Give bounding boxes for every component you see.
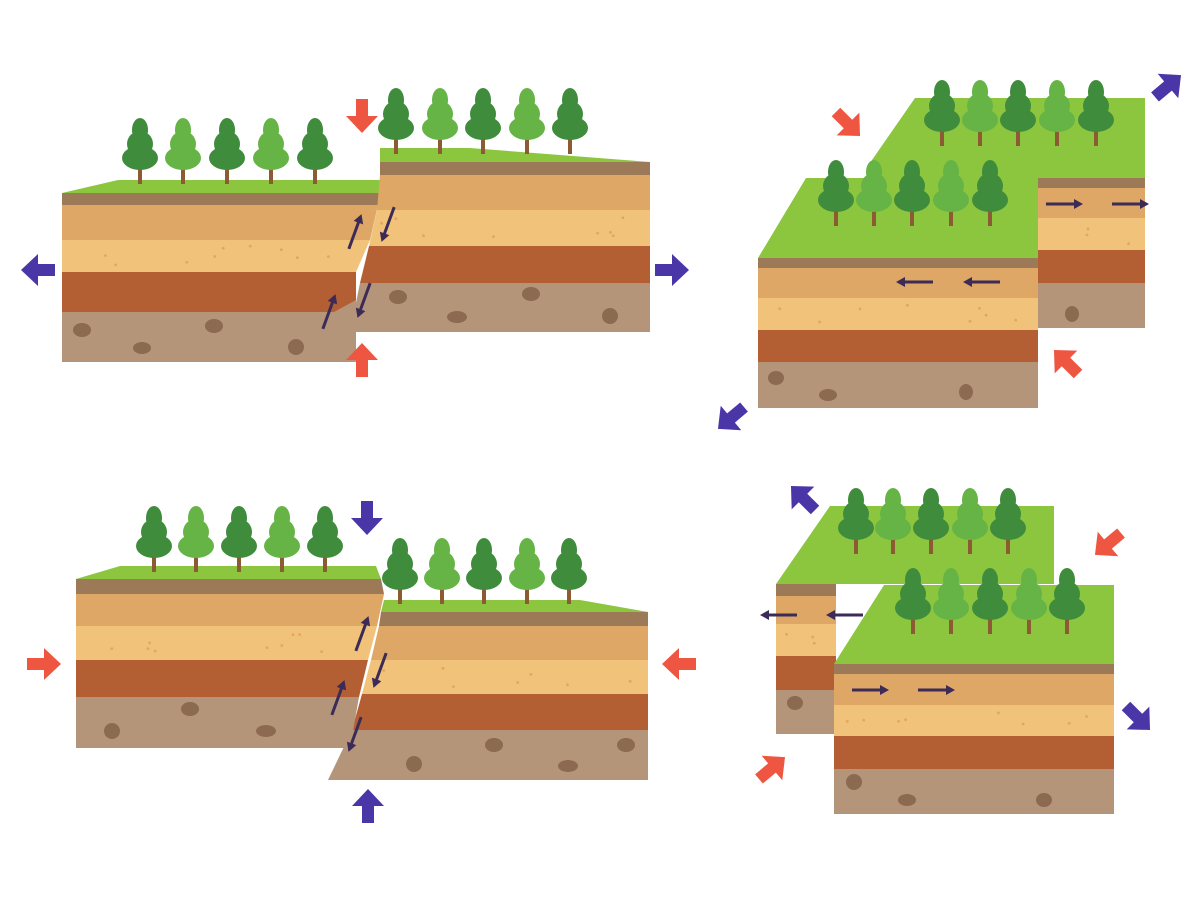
tree-icon xyxy=(178,506,214,572)
force-arrow-icon xyxy=(1114,694,1162,742)
tree-icon xyxy=(221,506,257,572)
strike-slip-fault-bottom-diagram xyxy=(748,474,1162,814)
rocks xyxy=(768,306,1079,401)
tree-icon xyxy=(422,88,458,154)
force-arrow-icon xyxy=(1042,338,1090,386)
tree-icon xyxy=(136,506,172,572)
sand-dots xyxy=(785,632,816,645)
force-arrow-icon xyxy=(27,648,61,680)
rocks xyxy=(787,696,1052,807)
tree-icon xyxy=(382,538,418,604)
sand-dots xyxy=(104,244,330,267)
tree-icon xyxy=(264,506,300,572)
tree-icon xyxy=(209,118,245,184)
sand-dots xyxy=(845,711,1088,726)
force-arrow-icon xyxy=(824,100,872,148)
reverse-fault-diagram xyxy=(27,501,696,823)
strike-slip-fault-top-diagram xyxy=(707,62,1192,442)
force-arrow-icon xyxy=(748,744,796,792)
tree-icon xyxy=(424,538,460,604)
sand-dots xyxy=(110,633,323,653)
tree-icon xyxy=(297,118,333,184)
force-arrow-icon xyxy=(351,501,383,535)
sand-dots xyxy=(380,216,625,239)
tree-icon xyxy=(378,88,414,154)
force-arrow-icon xyxy=(779,474,827,522)
force-arrow-icon xyxy=(662,648,696,680)
left-block xyxy=(62,180,380,362)
tree-icon xyxy=(509,538,545,604)
force-arrow-icon xyxy=(1084,520,1132,568)
tree-icon xyxy=(122,118,158,184)
tree-icon xyxy=(466,538,502,604)
tree-icon xyxy=(465,88,501,154)
sand-dots xyxy=(1085,227,1130,246)
tree-icon xyxy=(253,118,289,184)
right-block xyxy=(350,148,650,332)
force-arrow-icon xyxy=(352,789,384,823)
tree-icon xyxy=(509,88,545,154)
tree-icon xyxy=(552,88,588,154)
normal-fault-diagram xyxy=(21,88,689,377)
force-arrow-icon xyxy=(707,394,755,442)
force-arrow-icon xyxy=(1144,62,1192,110)
tree-icon xyxy=(551,538,587,604)
force-arrow-icon xyxy=(346,99,378,133)
front-block xyxy=(758,178,1038,408)
left-block xyxy=(76,566,384,748)
rocks xyxy=(104,702,635,772)
tree-icon xyxy=(165,118,201,184)
sand-dots xyxy=(377,666,632,688)
rocks xyxy=(73,287,618,355)
tree-icon xyxy=(307,506,343,572)
force-arrow-icon xyxy=(21,254,55,286)
back-block xyxy=(872,98,1145,328)
sand-dots xyxy=(778,303,1018,324)
force-arrow-icon xyxy=(655,254,689,286)
